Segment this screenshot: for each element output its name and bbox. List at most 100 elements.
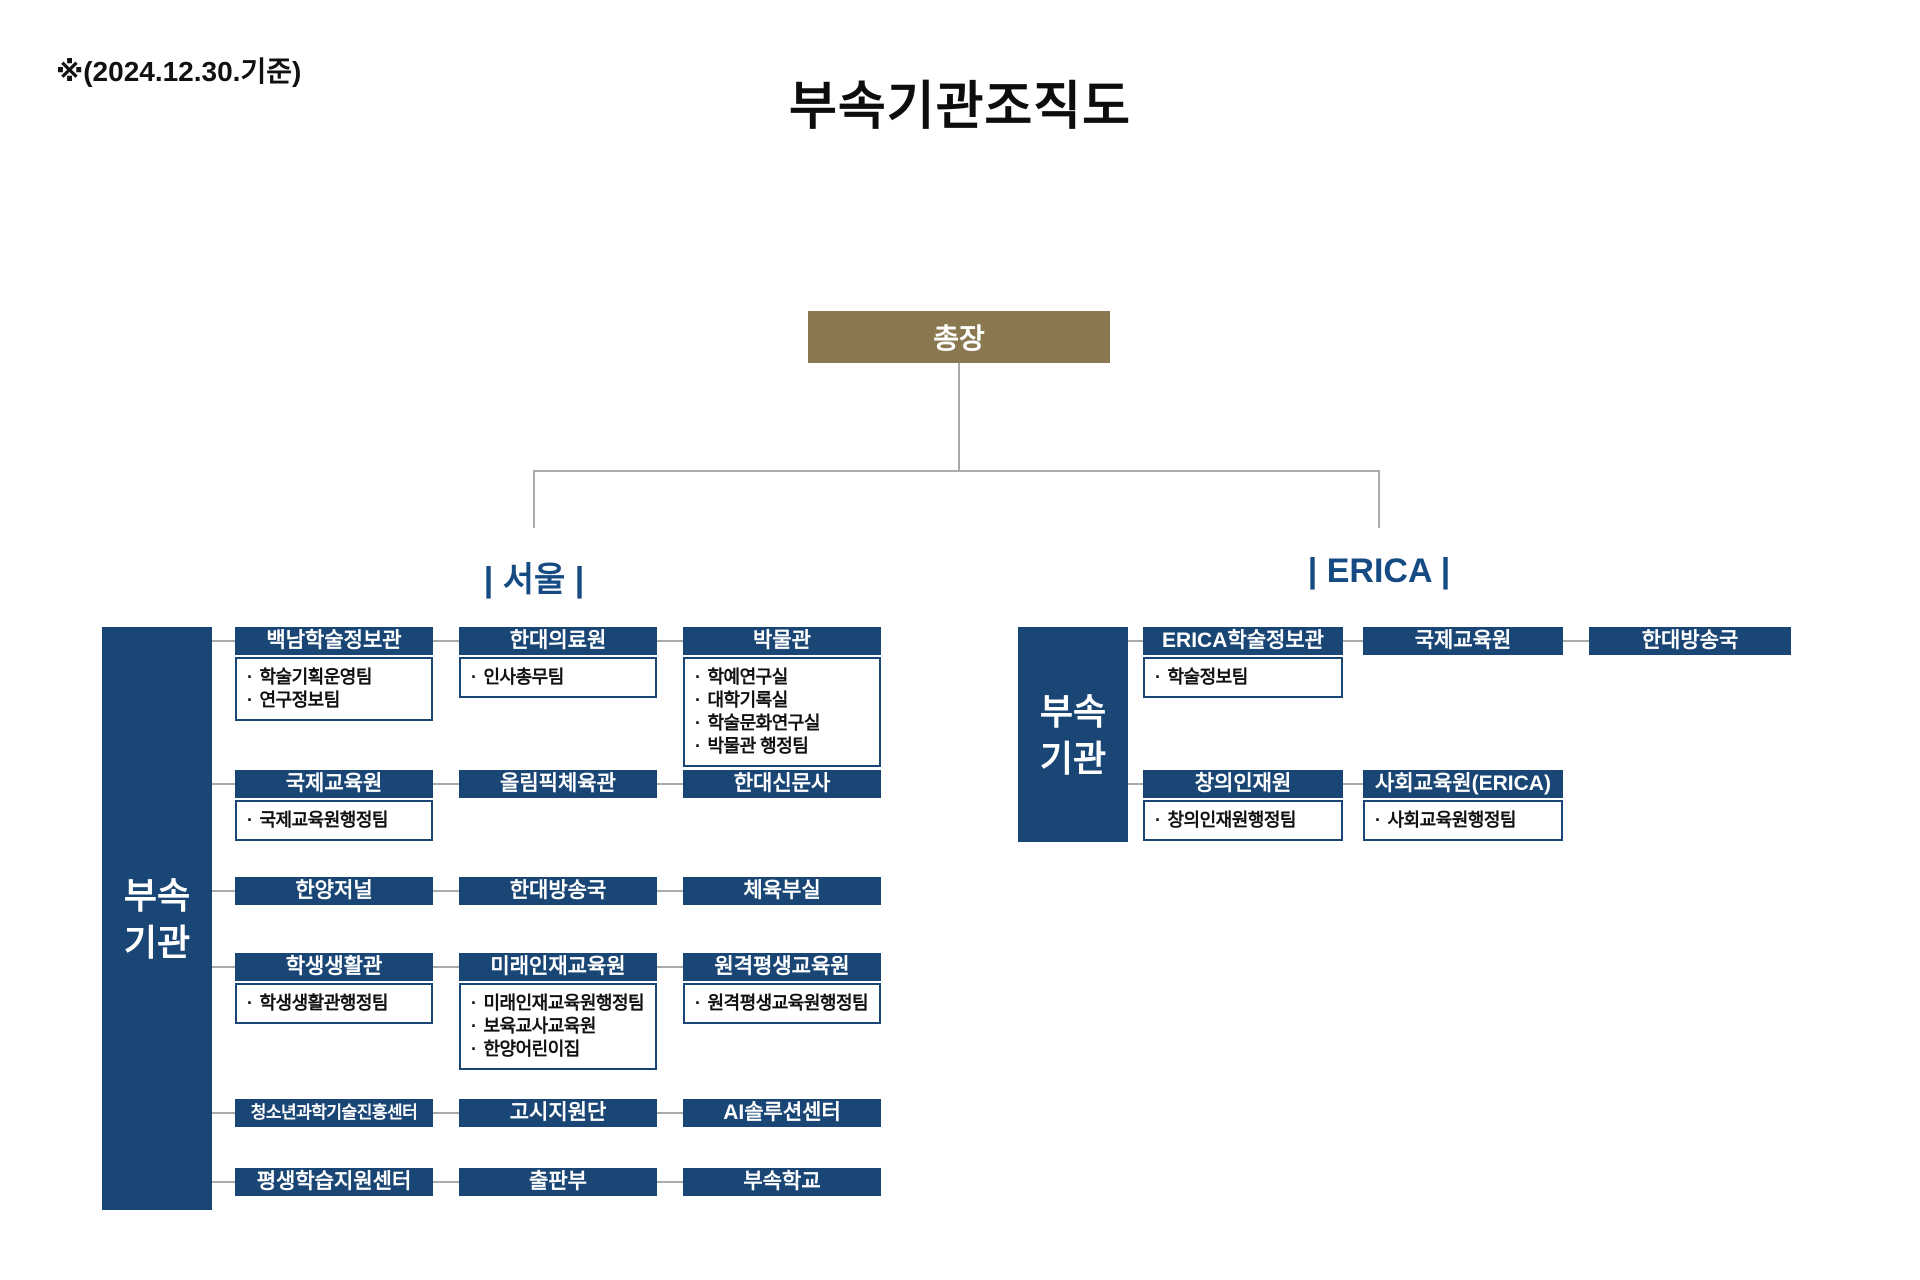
connector-drop-erica	[1378, 470, 1380, 528]
org-box: 한대방송국	[1589, 627, 1791, 655]
org-box-item: 원격평생교육원행정팀	[695, 992, 875, 1015]
connector-line	[1128, 640, 1143, 642]
org-box-title: ERICA학술정보관	[1143, 627, 1343, 655]
org-box-title: 고시지원단	[459, 1099, 657, 1127]
org-box-body: 학술정보팀	[1143, 657, 1343, 698]
org-box-body: 원격평생교육원행정팀	[683, 983, 881, 1024]
connector-line	[433, 1181, 459, 1183]
sidebar-erica-affiliated-orgs: 부속 기관	[1018, 627, 1128, 842]
org-box-title: 한대의료원	[459, 627, 657, 655]
org-box-title: 창의인재원	[1143, 770, 1343, 798]
connector-line	[1343, 783, 1363, 785]
section-label-erica: | ERICA |	[1307, 552, 1451, 590]
org-box-item: 보육교사교육원	[471, 1015, 651, 1038]
org-box-item: 인사총무팀	[471, 666, 651, 689]
org-box-item: 창의인재원행정팀	[1155, 809, 1337, 832]
connector-line	[212, 640, 235, 642]
org-box-body: 사회교육원행정팀	[1363, 800, 1563, 841]
org-box: 청소년과학기술진흥센터	[235, 1099, 433, 1127]
org-box: AI솔루션센터	[683, 1099, 881, 1127]
org-box-item: 학생생활관행정팀	[247, 992, 427, 1015]
org-box-title: 사회교육원(ERICA)	[1363, 770, 1563, 798]
org-box-item: 학술문화연구실	[695, 712, 875, 735]
org-box-title: 박물관	[683, 627, 881, 655]
section-label-seoul: | 서울 |	[483, 561, 585, 599]
org-box: 국제교육원 국제교육원행정팀	[235, 770, 433, 841]
org-box: 학생생활관 학생생활관행정팀	[235, 953, 433, 1024]
org-box: 국제교육원	[1363, 627, 1563, 655]
org-box-title: 백남학술정보관	[235, 627, 433, 655]
org-box: 한대의료원 인사총무팀	[459, 627, 657, 698]
org-box-title: 부속학교	[683, 1168, 881, 1196]
org-box-body: 미래인재교육원행정팀 보육교사교육원 한양어린이집	[459, 983, 657, 1070]
sidebar-seoul-affiliated-orgs: 부속 기관	[102, 627, 212, 1210]
org-box-item: 학예연구실	[695, 666, 875, 689]
connector-main-horizontal	[533, 470, 1380, 472]
connector-line	[212, 1181, 235, 1183]
org-box: 고시지원단	[459, 1099, 657, 1127]
org-box: 사회교육원(ERICA) 사회교육원행정팀	[1363, 770, 1563, 841]
org-box: 부속학교	[683, 1168, 881, 1196]
org-box-title: 한양저널	[235, 877, 433, 905]
connector-line	[1563, 640, 1589, 642]
date-note: ※(2024.12.30.기준)	[56, 56, 302, 87]
org-box-item: 연구정보팀	[247, 689, 427, 712]
org-box-title: 원격평생교육원	[683, 953, 881, 981]
connector-line	[657, 966, 683, 968]
connector-line	[657, 640, 683, 642]
connector-line	[212, 783, 235, 785]
org-box: 올림픽체육관	[459, 770, 657, 798]
connector-line	[212, 1112, 235, 1114]
org-box-title: AI솔루션센터	[683, 1099, 881, 1127]
connector-line	[657, 783, 683, 785]
connector-line	[433, 1112, 459, 1114]
connector-line	[657, 890, 683, 892]
connector-line	[657, 1112, 683, 1114]
connector-line	[212, 966, 235, 968]
org-box: 원격평생교육원 원격평생교육원행정팀	[683, 953, 881, 1024]
org-box: 체육부실	[683, 877, 881, 905]
org-box-body: 학술기획운영팀 연구정보팀	[235, 657, 433, 721]
org-box-body: 창의인재원행정팀	[1143, 800, 1343, 841]
org-box-title: 한대방송국	[459, 877, 657, 905]
connector-line	[433, 640, 459, 642]
connector-root-vertical	[958, 363, 960, 470]
org-box: 백남학술정보관 학술기획운영팀 연구정보팀	[235, 627, 433, 721]
org-box-item: 한양어린이집	[471, 1038, 651, 1061]
org-box-item: 대학기록실	[695, 689, 875, 712]
org-box-title: 체육부실	[683, 877, 881, 905]
org-box-title: 청소년과학기술진흥센터	[235, 1099, 433, 1127]
org-box: 창의인재원 창의인재원행정팀	[1143, 770, 1343, 841]
connector-line	[433, 783, 459, 785]
org-box-title: 올림픽체육관	[459, 770, 657, 798]
org-box: ERICA학술정보관 학술정보팀	[1143, 627, 1343, 698]
org-box-body: 국제교육원행정팀	[235, 800, 433, 841]
org-box-title: 학생생활관	[235, 953, 433, 981]
connector-line	[657, 1181, 683, 1183]
org-box-title: 출판부	[459, 1168, 657, 1196]
org-box-title: 한대신문사	[683, 770, 881, 798]
org-box: 한대신문사	[683, 770, 881, 798]
org-box-item: 사회교육원행정팀	[1375, 809, 1557, 832]
connector-line	[433, 890, 459, 892]
org-box-item: 미래인재교육원행정팀	[471, 992, 651, 1015]
org-box-item: 국제교육원행정팀	[247, 809, 427, 832]
org-box-body: 학예연구실 대학기록실 학술문화연구실 박물관 행정팀	[683, 657, 881, 767]
connector-drop-seoul	[533, 470, 535, 528]
page-title: 부속기관조직도	[789, 78, 1131, 136]
org-box: 한대방송국	[459, 877, 657, 905]
org-box-title: 미래인재교육원	[459, 953, 657, 981]
org-box-title: 한대방송국	[1589, 627, 1791, 655]
org-box-item: 학술기획운영팀	[247, 666, 427, 689]
org-box: 한양저널	[235, 877, 433, 905]
org-box: 박물관 학예연구실 대학기록실 학술문화연구실 박물관 행정팀	[683, 627, 881, 767]
org-box-item: 학술정보팀	[1155, 666, 1337, 689]
org-box: 평생학습지원센터	[235, 1168, 433, 1196]
org-box-item: 박물관 행정팀	[695, 735, 875, 758]
org-box-title: 국제교육원	[1363, 627, 1563, 655]
org-box-body: 학생생활관행정팀	[235, 983, 433, 1024]
org-box-body: 인사총무팀	[459, 657, 657, 698]
connector-line	[1128, 783, 1143, 785]
connector-line	[1343, 640, 1363, 642]
